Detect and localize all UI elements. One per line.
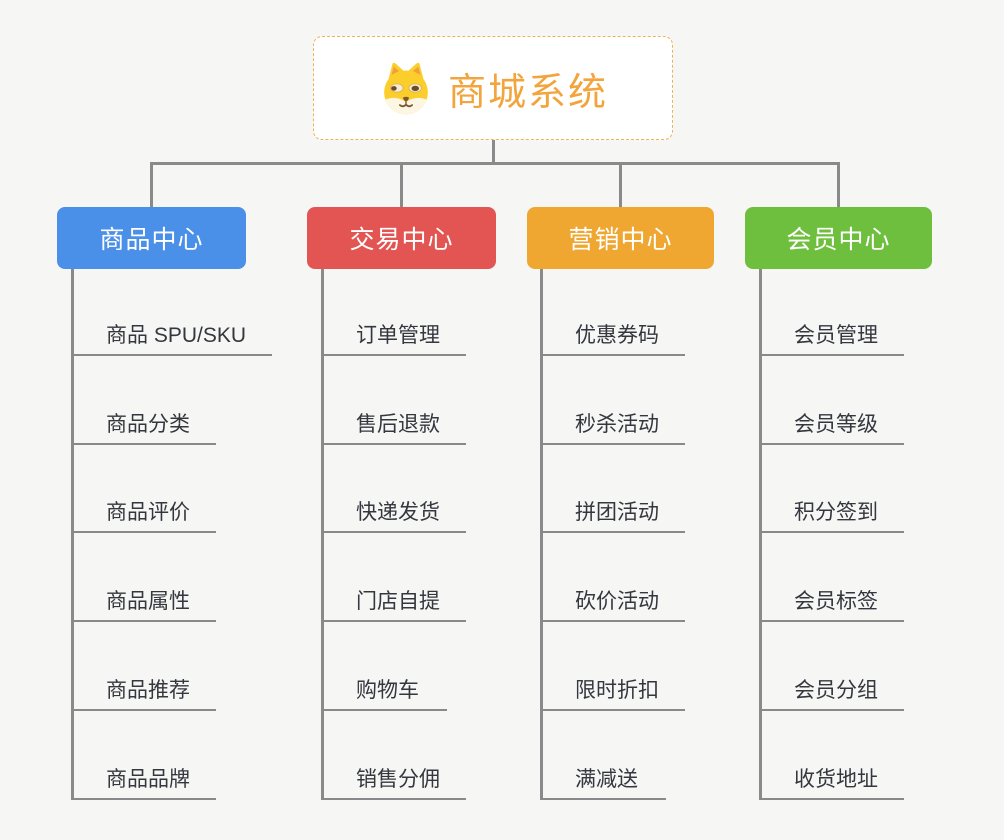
root-node[interactable]: 商城系统 <box>313 36 673 140</box>
branch-label: 营销中心 <box>568 226 673 254</box>
leaf-node[interactable]: 会员分组 <box>759 622 904 711</box>
leaf-node[interactable]: 商品分类 <box>71 356 216 445</box>
leaf-node[interactable]: 满减送 <box>540 711 666 800</box>
connector-drop-marketing <box>619 162 622 208</box>
leaf-label: 收货地址 <box>794 767 878 791</box>
leaf-label: 售后退款 <box>356 412 440 436</box>
leaf-label: 秒杀活动 <box>575 412 659 436</box>
leaf-label: 满减送 <box>575 767 638 791</box>
connector-root-drop <box>492 140 495 165</box>
leaf-label: 会员等级 <box>794 412 878 436</box>
leaf-node[interactable]: 秒杀活动 <box>540 356 685 445</box>
leaf-node[interactable]: 售后退款 <box>321 356 466 445</box>
leaf-label: 快递发货 <box>356 501 440 525</box>
connector-drop-trade <box>400 162 403 208</box>
leaf-node[interactable]: 商品评价 <box>71 445 216 534</box>
leaf-label: 砍价活动 <box>575 590 659 614</box>
root-title: 商城系统 <box>447 71 608 114</box>
leaf-node[interactable]: 快递发货 <box>321 445 466 534</box>
leaf-node[interactable]: 拼团活动 <box>540 445 685 534</box>
leaf-label: 商品推荐 <box>106 678 190 702</box>
leaf-node[interactable]: 限时折扣 <box>540 622 685 711</box>
leaf-label: 商品属性 <box>106 590 190 614</box>
leaf-node[interactable]: 会员管理 <box>759 267 904 356</box>
connector-spine-marketing <box>540 269 543 800</box>
leaf-node[interactable]: 商品属性 <box>71 533 216 623</box>
leaf-node[interactable]: 商品推荐 <box>71 622 216 711</box>
connector-spine-member <box>759 269 762 800</box>
branch-items-member-center: 会员管理 会员等级 积分签到 会员标签 会员分组 收货地址 <box>759 267 904 800</box>
leaf-label: 商品评价 <box>106 501 190 525</box>
connector-drop-member <box>837 162 840 208</box>
leaf-node[interactable]: 会员等级 <box>759 356 904 445</box>
branch-node-trade-center[interactable]: 交易中心 <box>307 207 496 269</box>
leaf-node[interactable]: 积分签到 <box>759 445 904 534</box>
branch-node-product-center[interactable]: 商品中心 <box>57 207 246 269</box>
leaf-label: 销售分佣 <box>356 767 440 791</box>
connector-bus <box>150 162 840 165</box>
branch-items-product-center: 商品 SPU/SKU 商品分类 商品评价 商品属性 商品推荐 商品品牌 <box>71 267 273 800</box>
leaf-label: 会员管理 <box>794 323 878 347</box>
leaf-node[interactable]: 优惠券码 <box>540 267 685 356</box>
leaf-node[interactable]: 销售分佣 <box>321 711 466 800</box>
connector-spine-trade <box>321 269 324 800</box>
branch-items-trade-center: 订单管理 售后退款 快递发货 门店自提 购物车 销售分佣 <box>321 267 466 800</box>
leaf-label: 商品分类 <box>106 412 190 436</box>
leaf-node[interactable]: 门店自提 <box>321 533 466 623</box>
leaf-node[interactable]: 收货地址 <box>759 711 904 800</box>
branch-items-marketing-center: 优惠券码 秒杀活动 拼团活动 砍价活动 限时折扣 满减送 <box>540 267 685 800</box>
leaf-label: 拼团活动 <box>575 501 659 525</box>
leaf-label: 优惠券码 <box>575 323 659 347</box>
leaf-node[interactable]: 订单管理 <box>321 267 466 356</box>
branch-label: 商品中心 <box>99 226 204 254</box>
shiba-dog-icon <box>384 62 428 115</box>
leaf-label: 订单管理 <box>356 323 440 347</box>
leaf-label: 积分签到 <box>794 501 878 525</box>
branch-node-member-center[interactable]: 会员中心 <box>745 207 932 269</box>
leaf-label: 商品品牌 <box>106 767 190 791</box>
leaf-label: 会员分组 <box>794 678 878 702</box>
branch-label: 交易中心 <box>349 226 454 254</box>
branch-label: 会员中心 <box>786 226 891 254</box>
leaf-node[interactable]: 商品品牌 <box>71 711 216 800</box>
leaf-label: 购物车 <box>356 678 419 702</box>
leaf-label: 门店自提 <box>356 590 440 614</box>
leaf-node[interactable]: 砍价活动 <box>540 533 685 623</box>
leaf-label: 限时折扣 <box>575 678 659 702</box>
leaf-label: 会员标签 <box>794 590 878 614</box>
branch-node-marketing-center[interactable]: 营销中心 <box>527 207 714 269</box>
leaf-node[interactable]: 商品 SPU/SKU <box>71 267 273 356</box>
connector-drop-product <box>150 162 153 208</box>
leaf-node[interactable]: 购物车 <box>321 622 447 711</box>
leaf-node[interactable]: 会员标签 <box>759 533 904 623</box>
connector-spine-product <box>71 269 74 800</box>
leaf-label: 商品 SPU/SKU <box>106 323 247 347</box>
